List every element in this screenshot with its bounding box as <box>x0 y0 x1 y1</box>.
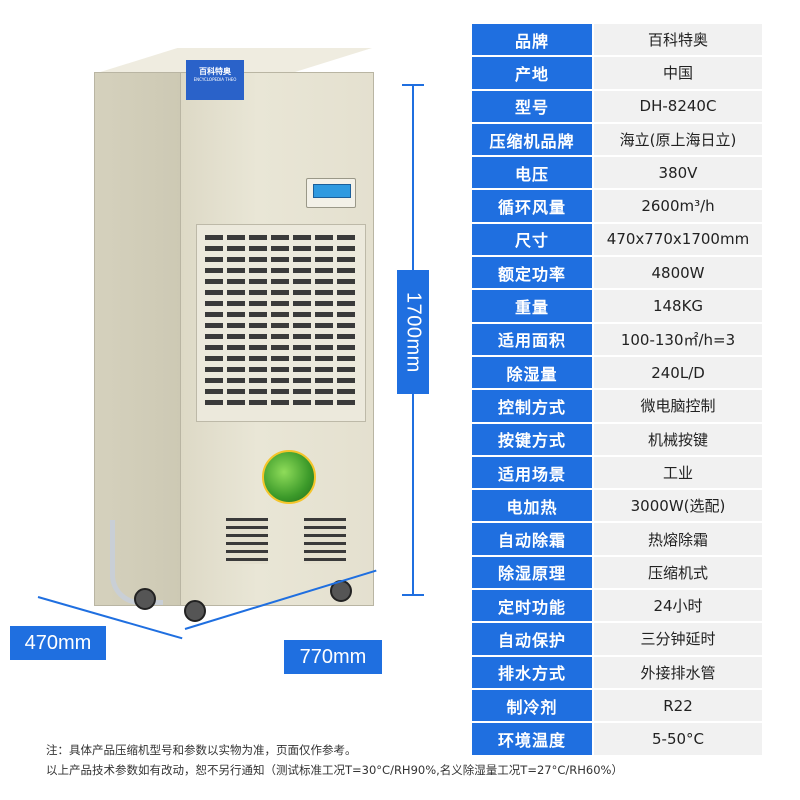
spec-row: 自动除霜热熔除霜 <box>470 521 764 557</box>
spec-value: 240L/D <box>592 354 764 391</box>
spec-label: 电加热 <box>470 488 594 524</box>
spec-row: 除湿原理压缩机式 <box>470 554 764 591</box>
spec-value: 中国 <box>592 55 764 91</box>
spec-label: 压缩机品牌 <box>470 121 594 158</box>
quality-badge-icon <box>262 450 316 504</box>
control-panel <box>306 178 356 208</box>
spec-value: 海立(原上海日立) <box>592 121 764 158</box>
air-intake-panel <box>196 224 366 422</box>
caster-wheel <box>134 588 156 610</box>
spec-label: 额定功率 <box>470 255 594 291</box>
spec-value: 热熔除霜 <box>592 521 764 557</box>
spec-label: 除湿量 <box>470 354 594 391</box>
spec-value: 3000W(选配) <box>592 488 764 524</box>
spec-value: 百科特奥 <box>592 21 764 58</box>
spec-label: 尺寸 <box>470 221 594 258</box>
footnotes: 注：具体产品压缩机型号和参数以实物为准，页面仅作参考。 以上产品技术参数如有改动… <box>46 740 776 780</box>
height-dimension-tick <box>402 84 424 86</box>
spec-label: 制冷剂 <box>470 687 594 724</box>
spec-label: 重量 <box>470 288 594 324</box>
width-dimension-label: 770mm <box>284 640 382 674</box>
spec-value: 470x770x1700mm <box>592 221 764 258</box>
spec-value: DH-8240C <box>592 88 764 124</box>
depth-dimension-label: 470mm <box>10 626 106 660</box>
spec-row: 产地中国 <box>470 55 764 91</box>
spec-row: 控制方式微电脑控制 <box>470 388 764 424</box>
spec-label: 控制方式 <box>470 388 594 424</box>
spec-value: 微电脑控制 <box>592 388 764 424</box>
spec-label: 排水方式 <box>470 654 594 690</box>
spec-label: 自动除霜 <box>470 521 594 557</box>
spec-value: 24小时 <box>592 588 764 624</box>
spec-row: 排水方式外接排水管 <box>470 654 764 690</box>
spec-value: 2600m³/h <box>592 188 764 224</box>
spec-label: 循环风量 <box>470 188 594 224</box>
spec-value: R22 <box>592 687 764 724</box>
spec-value: 100-130㎡/h=3 <box>592 321 764 357</box>
spec-label: 按键方式 <box>470 421 594 457</box>
display-screen <box>313 184 351 198</box>
spec-row: 品牌百科特奥 <box>470 21 764 58</box>
height-dimension-text: 1700mm <box>402 291 425 373</box>
spec-label: 产地 <box>470 55 594 91</box>
spec-row: 按键方式机械按键 <box>470 421 764 457</box>
footnote-line-1: 注：具体产品压缩机型号和参数以实物为准，页面仅作参考。 <box>46 743 357 757</box>
footnote-line-2: 以上产品技术参数如有改动，恕不另行通知（测试标准工况T=30°C/RH90%,名… <box>46 763 623 777</box>
spec-label: 型号 <box>470 88 594 124</box>
product-illustration: 百科特奥 ENCYCLOPEDIA THEO 1700mm 470mm 770m… <box>10 48 429 674</box>
spec-label: 环境温度 <box>470 721 594 757</box>
spec-value: 380V <box>592 155 764 191</box>
spec-label: 适用场景 <box>470 454 594 491</box>
air-intake-grille <box>205 235 355 411</box>
spec-label: 除湿原理 <box>470 554 594 591</box>
brand-plate-english: ENCYCLOPEDIA THEO <box>193 77 237 83</box>
spec-label: 品牌 <box>470 21 594 58</box>
spec-label: 电压 <box>470 155 594 191</box>
spec-row: 自动保护三分钟延时 <box>470 621 764 657</box>
spec-value: 外接排水管 <box>592 654 764 690</box>
spec-row: 适用场景工业 <box>470 454 764 491</box>
spec-label: 适用面积 <box>470 321 594 357</box>
cabinet-side-panel <box>94 72 182 606</box>
height-dimension-tick <box>402 594 424 596</box>
spec-value: 机械按键 <box>592 421 764 457</box>
spec-label: 自动保护 <box>470 621 594 657</box>
spec-value: 148KG <box>592 288 764 324</box>
spec-value: 工业 <box>592 454 764 491</box>
vent-left <box>226 518 268 564</box>
height-dimension-label: 1700mm <box>397 270 429 394</box>
spec-label: 定时功能 <box>470 588 594 624</box>
vent-right <box>304 518 346 564</box>
spec-row: 压缩机品牌海立(原上海日立) <box>470 121 764 158</box>
spec-value: 压缩机式 <box>592 554 764 591</box>
brand-plate: 百科特奥 ENCYCLOPEDIA THEO <box>186 60 244 100</box>
spec-value: 5-50°C <box>592 721 764 757</box>
brand-plate-name: 百科特奥 <box>199 67 231 76</box>
caster-wheel <box>184 600 206 622</box>
spec-value: 4800W <box>592 255 764 291</box>
spec-value: 三分钟延时 <box>592 621 764 657</box>
